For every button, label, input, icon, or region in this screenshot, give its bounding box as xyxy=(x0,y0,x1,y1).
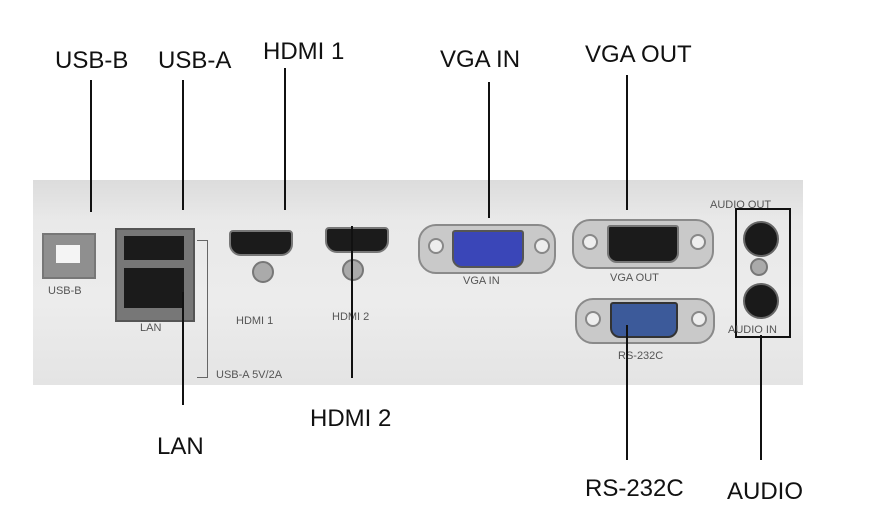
hdmi-1-port xyxy=(229,230,293,256)
usb-b-port-label: USB-B xyxy=(48,285,82,297)
vga-in-callout: VGA IN xyxy=(440,46,521,73)
screw-icon xyxy=(750,258,768,276)
screw-hole-icon xyxy=(691,311,707,327)
audio-highlight-box xyxy=(735,208,791,338)
usb-a-bracket xyxy=(197,240,208,378)
usb-b-callout-line xyxy=(90,80,92,212)
usb-a-port-label: USB-A 5V/2A xyxy=(216,369,283,381)
screw-icon xyxy=(342,259,364,281)
audio-callout-line xyxy=(760,335,762,460)
vga-out-callout: VGA OUT xyxy=(585,41,692,68)
rs232c-callout-line xyxy=(626,325,628,460)
audio-in-jack xyxy=(743,283,779,319)
screw-hole-icon xyxy=(585,311,601,327)
audio-out-jack xyxy=(743,221,779,257)
usb-a-port xyxy=(124,236,184,260)
vga-in-callout-line xyxy=(488,82,490,218)
vga-in-port xyxy=(452,230,524,268)
screw-hole-icon xyxy=(428,238,444,254)
usb-b-callout: USB-B xyxy=(55,47,129,74)
vga-in-port-label: VGA IN xyxy=(463,275,500,287)
rs232c-port-label: RS-232C xyxy=(618,350,664,362)
usb-b-port xyxy=(42,233,96,279)
screw-hole-icon xyxy=(534,238,550,254)
vga-out-callout-line xyxy=(626,75,628,210)
audio-in-label: AUDIO IN xyxy=(728,324,777,336)
hdmi-2-port-label: HDMI 2 xyxy=(332,311,370,323)
lan-callout-line xyxy=(182,292,184,405)
usb-a-callout-line xyxy=(182,80,184,210)
rs232c-callout: RS-232C xyxy=(585,475,684,502)
lan-port xyxy=(124,268,184,308)
lan-port-label: LAN xyxy=(140,322,162,334)
vga-out-port xyxy=(607,225,679,263)
hdmi-1-callout-line xyxy=(284,68,286,210)
hdmi-1-port-label: HDMI 1 xyxy=(236,315,274,327)
screw-icon xyxy=(252,261,274,283)
hdmi-2-callout: HDMI 2 xyxy=(310,405,392,432)
hdmi-1-callout: HDMI 1 xyxy=(263,38,345,65)
screw-hole-icon xyxy=(690,234,706,250)
hdmi-2-callout-line xyxy=(351,226,353,378)
lan-callout: LAN xyxy=(157,433,204,460)
hdmi-2-port xyxy=(325,227,389,253)
audio-callout: AUDIO xyxy=(727,478,804,505)
lan-usb-a-block xyxy=(115,228,195,322)
usb-a-callout: USB-A xyxy=(158,47,232,74)
vga-out-port-label: VGA OUT xyxy=(610,272,659,284)
screw-hole-icon xyxy=(582,234,598,250)
rs232c-port xyxy=(610,302,678,338)
